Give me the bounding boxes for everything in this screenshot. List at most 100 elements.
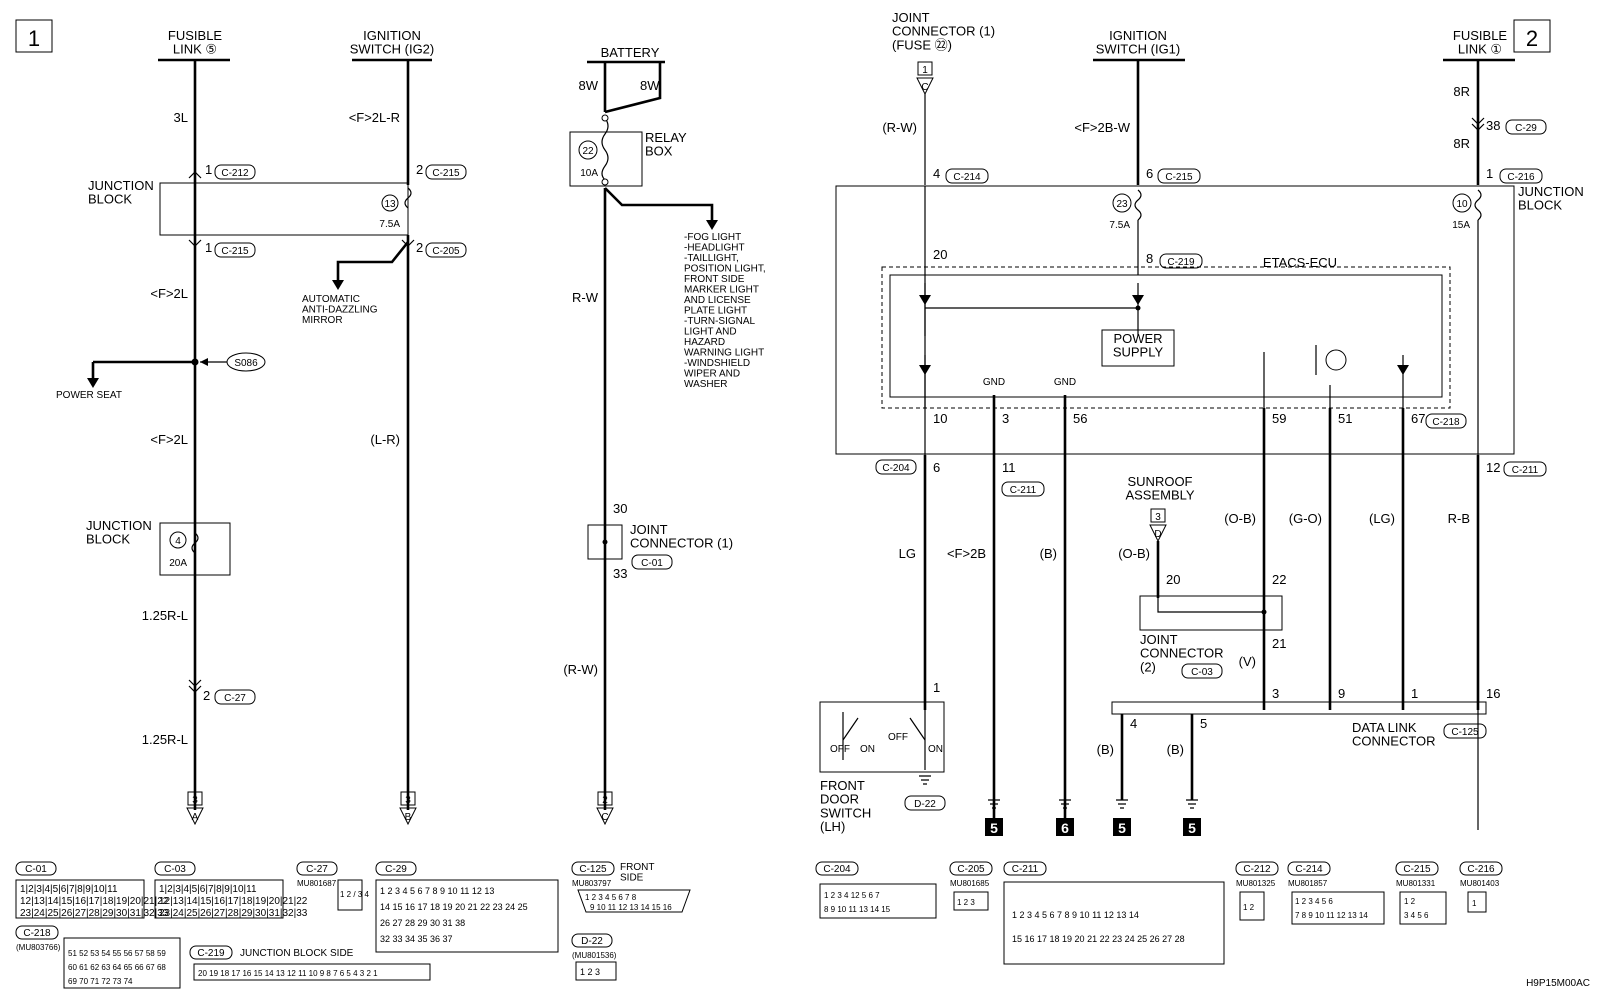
connector-c03: C-03: [164, 864, 186, 875]
svg-text:3: 3: [405, 795, 411, 806]
power-seat-label: POWER SEAT: [56, 390, 122, 401]
wire-label-lg: LG: [899, 546, 916, 561]
ground-number: 5: [990, 820, 998, 836]
pin-label: 10: [933, 411, 947, 426]
terminal-d: 3 D: [1149, 508, 1167, 543]
connector-c27: C-27: [306, 864, 328, 875]
connector-c01: C-01: [25, 864, 47, 875]
connector-views: C-01 1|2|3|4|5|6|7|8|9|10|11 12|13|14|15…: [15, 861, 1503, 989]
pin-label: 4: [933, 166, 940, 181]
connector-c218: C-218: [23, 928, 51, 939]
section-marker-right: [1513, 19, 1551, 53]
connector-c215: C-215: [1403, 864, 1431, 875]
wire-label-8r: 8R: [1453, 84, 1470, 99]
connector-tag-c215: C-215: [1165, 172, 1193, 183]
connector-tag-c29: C-29: [1515, 123, 1537, 134]
wire-label-go: (G-O): [1289, 511, 1322, 526]
junction-block-fuse4: [159, 522, 231, 576]
pin-label: 56: [1073, 411, 1087, 426]
switch-on-label: ON: [928, 744, 943, 755]
switch-on-label: ON: [860, 744, 875, 755]
pin-label: 51: [1338, 411, 1352, 426]
wire-label-8w: 8W: [640, 78, 660, 93]
pin-label: 6: [1146, 166, 1153, 181]
fuse-amp: 15A: [1452, 220, 1470, 231]
svg-text:C: C: [601, 812, 608, 823]
wire-label-b: (B): [1040, 546, 1057, 561]
joint-connector-1: [587, 524, 623, 560]
connector-tag-c27: C-27: [224, 693, 246, 704]
connector-tag-c215: C-215: [221, 246, 249, 257]
pin-label: 21: [1272, 636, 1286, 651]
fuse-number: 10: [1456, 199, 1468, 210]
etacs-ecu-outline: [881, 266, 1451, 409]
data-link-connector: [1111, 701, 1487, 715]
wire-label-f2b: <F>2B: [947, 546, 986, 561]
fuse-number: 13: [384, 199, 396, 210]
svg-text:12|13|14|15|16|17|18|19|20|21|: 12|13|14|15|16|17|18|19|20|21|22: [20, 896, 169, 907]
pin-label: 20: [933, 247, 947, 262]
fuse-amp: 7.5A: [379, 219, 400, 230]
svg-text:3: 3: [192, 795, 198, 806]
pin-label: 6: [933, 460, 940, 475]
connector-c204: C-204: [823, 864, 851, 875]
wire-label-ob: (O-B): [1118, 546, 1150, 561]
svg-text:51 52 53 54 55 56 57 58 59: 51 52 53 54 55 56 57 58 59: [68, 949, 166, 958]
pin-label: 8: [1146, 251, 1153, 266]
power-supply-box: [1101, 329, 1175, 367]
wire-label-f2bw: <F>2B-W: [1074, 120, 1130, 135]
wire-label-rb: R-B: [1448, 511, 1470, 526]
pin-label: 33: [613, 566, 627, 581]
wire-label-8r: 8R: [1453, 136, 1470, 151]
svg-text:12|13|14|15|16|17|18|19|20|21|: 12|13|14|15|16|17|18|19|20|21|22: [159, 896, 308, 907]
svg-text:MU801687: MU801687: [297, 879, 337, 888]
svg-text:8 9 10 11 13 14 15: 8 9 10 11 13 14 15: [824, 905, 891, 914]
pin-label: 2: [416, 240, 423, 255]
svg-text:1 2: 1 2: [1243, 903, 1255, 912]
ground-number: 5: [1118, 820, 1126, 836]
wire-label-ob: (O-B): [1224, 511, 1256, 526]
connector-tag-c125: C-125: [1451, 727, 1479, 738]
splice-label: S086: [234, 358, 258, 369]
svg-text:2: 2: [602, 795, 608, 806]
connector-tag-c215: C-215: [432, 168, 460, 179]
svg-text:69 70 71 72 73 74: 69 70 71 72 73 74: [68, 977, 133, 986]
section-marker-left: [15, 19, 53, 53]
svg-text:14 15 16 17 18 19 20 21 22 23: 14 15 16 17 18 19 20 21 22 23 24 25: [380, 902, 528, 912]
connector-c125: C-125: [579, 864, 607, 875]
wire-label-b: (B): [1167, 742, 1184, 757]
terminal-c-in: 1 C: [916, 61, 934, 96]
front-door-switch: [819, 701, 945, 773]
wire-label-v: (V): [1239, 654, 1256, 669]
connector-d22: D-22: [581, 936, 603, 947]
pin-label: 1: [933, 680, 940, 695]
connector-c214: C-214: [1295, 864, 1323, 875]
pin-label: 4: [1130, 716, 1137, 731]
wire-label-f2l: <F>2L: [150, 432, 188, 447]
wire-label-f2l: <F>2L: [150, 286, 188, 301]
junction-block-right: [835, 185, 1515, 455]
junction-block-left: [159, 182, 409, 236]
ground-number: 6: [1061, 820, 1069, 836]
connector-tag-c212: C-212: [221, 168, 249, 179]
svg-text:MU801325: MU801325: [1236, 879, 1276, 888]
connector-tag-c214: C-214: [953, 172, 981, 183]
etacs-ecu-label: ETACS-ECU: [1263, 255, 1337, 270]
pin-label: 1: [1411, 686, 1418, 701]
battery-label: BATTERY: [601, 45, 660, 60]
connector-tag-c211: C-211: [1512, 465, 1539, 476]
fuse-amp: 7.5A: [1109, 220, 1130, 231]
svg-text:3 4 5 6: 3 4 5 6: [1404, 911, 1429, 920]
